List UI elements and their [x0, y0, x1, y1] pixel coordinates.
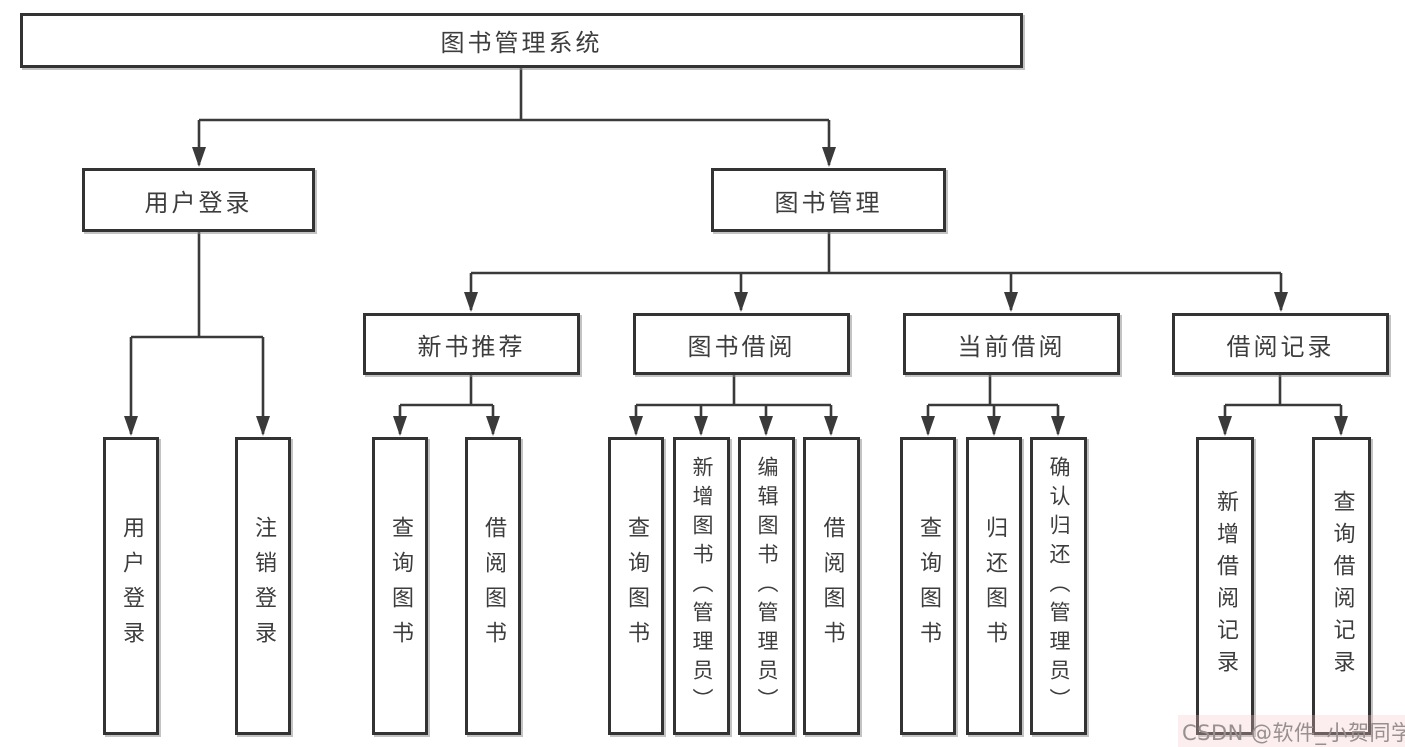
node-records-query-record: 查询借阅记录	[1312, 437, 1371, 735]
node-current-query-books: 查询图书	[900, 437, 956, 735]
node-book-management: 图书管理	[711, 168, 946, 232]
node-label: 查询图书	[624, 516, 649, 656]
watermark-text: CSDN @软件_小贺同学	[1178, 715, 1405, 747]
node-borrow-edit-books-admin: 编辑图书（管理员）	[738, 437, 795, 735]
node-label: 图书管理	[774, 188, 883, 217]
node-label: 借阅图书	[819, 516, 845, 656]
node-label: 用户登录	[144, 188, 253, 217]
node-label: 图书借阅	[687, 332, 796, 361]
node-user-login-leaf: 用户登录	[103, 437, 159, 735]
node-label: 查询图书	[388, 516, 413, 656]
node-label: 借阅记录	[1226, 332, 1335, 361]
node-user-login: 用户登录	[82, 168, 315, 232]
node-label: 新书推荐	[417, 332, 526, 361]
node-current-borrow: 当前借阅	[903, 313, 1120, 375]
node-root-system: 图书管理系统	[20, 13, 1023, 68]
node-label: 新增图书（管理员）	[690, 455, 714, 717]
node-label: 查询借阅记录	[1329, 490, 1355, 682]
node-logout: 注销登录	[235, 437, 291, 735]
node-label: 当前借阅	[957, 332, 1066, 361]
node-records-add-record: 新增借阅记录	[1196, 437, 1254, 735]
node-borrow-borrow-books: 借阅图书	[803, 437, 860, 735]
node-borrow-query-books: 查询图书	[608, 437, 664, 735]
node-label: 注销登录	[251, 516, 276, 656]
node-label: 确认归还（管理员）	[1047, 455, 1071, 717]
node-current-return-books: 归还图书	[966, 437, 1022, 735]
node-current-confirm-return-admin: 确认归还（管理员）	[1030, 437, 1087, 735]
node-book-borrow: 图书借阅	[633, 313, 850, 375]
node-label: 借阅图书	[481, 516, 506, 656]
node-newbook-query-books: 查询图书	[372, 437, 428, 735]
node-label: 图书管理系统	[440, 29, 603, 57]
node-borrow-add-books-admin: 新增图书（管理员）	[673, 437, 730, 735]
node-newbook-borrow-books: 借阅图书	[465, 437, 521, 735]
node-label: 新增借阅记录	[1213, 490, 1238, 682]
node-new-book-recommend: 新书推荐	[363, 313, 580, 375]
node-label: 查询图书	[916, 516, 941, 656]
node-label: 归还图书	[982, 516, 1007, 656]
node-label: 用户登录	[119, 516, 144, 656]
node-label: 编辑图书（管理员）	[755, 455, 779, 717]
node-borrow-records: 借阅记录	[1172, 313, 1389, 375]
